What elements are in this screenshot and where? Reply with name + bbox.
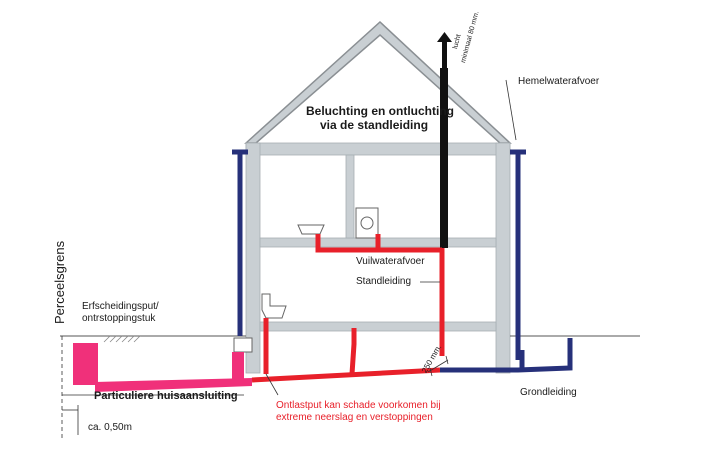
inspection-pit-label-line2: ontrstoppingstuk — [82, 313, 156, 324]
house-connection-label: Particuliere huisaansluiting — [94, 390, 238, 402]
distance-label: ca. 0,50m — [88, 422, 132, 433]
stack-label: Standleiding — [356, 276, 412, 287]
toilet — [261, 293, 287, 319]
dimension-250 — [427, 355, 449, 377]
ventilation-label-line1: Beluchting en ontluchting — [306, 104, 454, 118]
washing-machine-door — [360, 216, 374, 230]
relief-pit-note-line2: extreme neerslag en verstoppingen — [276, 412, 433, 423]
sewer-pipes — [251, 234, 445, 383]
rainwater-label: Hemelwaterafvoer — [518, 76, 600, 87]
waste-water-label: Vuilwaterafvoer — [356, 256, 425, 267]
ground-pipe-label: Grondleiding — [520, 387, 577, 398]
house-connection — [73, 343, 252, 392]
leader-lines — [265, 79, 517, 396]
rainwater-pipes — [232, 149, 573, 373]
inspection-pit-label-line1: Erfscheidingsput/ — [82, 301, 159, 312]
property-boundary-label: Perceelsgrens — [52, 240, 67, 324]
sink — [297, 224, 325, 235]
ground-hatch — [103, 335, 141, 343]
inspection-box — [233, 337, 253, 353]
relief-pit-note-line1: Ontlastput kan schade voorkomen bij — [276, 400, 441, 411]
ventilation-stack — [437, 32, 452, 248]
ventilation-label-line2: via de standleiding — [320, 118, 429, 132]
property-boundary — [61, 336, 244, 440]
